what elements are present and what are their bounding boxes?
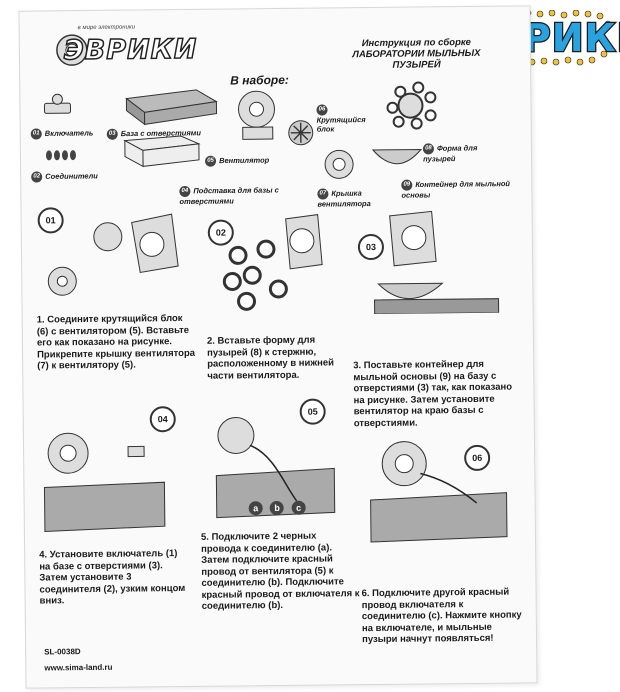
fan-cover-illustration xyxy=(324,149,354,179)
steps-4-6-illustrations xyxy=(43,416,508,543)
base-with-holes-illustration xyxy=(125,89,218,126)
kit-item-06: 06Крутящийся блок xyxy=(316,104,376,134)
step-text-04: 4. Установите включатель (1) на базе с о… xyxy=(39,548,186,607)
stand-illustration xyxy=(123,135,201,168)
step-text-05: 5. Подключите 2 черных провода к соедини… xyxy=(200,530,360,612)
connector-label-b: b xyxy=(270,500,285,515)
step4-illustration xyxy=(43,432,166,532)
spinning-block-illustration xyxy=(288,120,314,146)
step-text-02: 2. Вставьте форму для пузырей (8) к стер… xyxy=(206,334,335,382)
connector-label-c: c xyxy=(291,500,306,515)
step-text-06: 6. Подключите другой красный провод вклю… xyxy=(361,586,522,646)
small-logo-word: ЭВРИКИ xyxy=(63,33,198,67)
step-text-03: 3. Поставьте контейнер для мыльной основ… xyxy=(353,358,513,429)
kit-illustrations xyxy=(43,81,437,179)
bubble-shape-illustration xyxy=(386,81,437,130)
step3-illustration xyxy=(374,210,500,315)
step-text-01: 1. Соедините крутящийся блок (6) с венти… xyxy=(36,312,196,372)
gear-icon xyxy=(56,34,88,66)
container-illustration xyxy=(371,148,423,165)
step2-illustration xyxy=(222,214,323,311)
connector-label-a: a xyxy=(248,500,263,516)
step1-illustration xyxy=(47,213,179,296)
title-line-2: ЛАБОРАТОРИИ МЫЛЬНЫХ xyxy=(352,47,481,61)
title-line-3: ПУЗЫРЕЙ xyxy=(392,59,441,71)
fan-illustration xyxy=(238,90,276,140)
connectors-illustration xyxy=(45,150,76,161)
page-title: Инструкция по сборке ЛАБОРАТОРИИ МЫЛЬНЫХ… xyxy=(329,37,504,72)
product-code: SL-0038D xyxy=(44,647,81,657)
instruction-sheet: в мире электроники ЭВРИКИ Инструкция по … xyxy=(18,5,538,689)
small-logo: в мире электроники ЭВРИКИ xyxy=(50,24,200,72)
step6-illustration xyxy=(370,441,508,543)
steps-1-3-illustrations xyxy=(47,210,500,315)
switch-illustration xyxy=(43,93,72,114)
footer-site: www.sima-land.ru xyxy=(44,662,113,673)
connector-labels: a b c xyxy=(248,499,309,518)
